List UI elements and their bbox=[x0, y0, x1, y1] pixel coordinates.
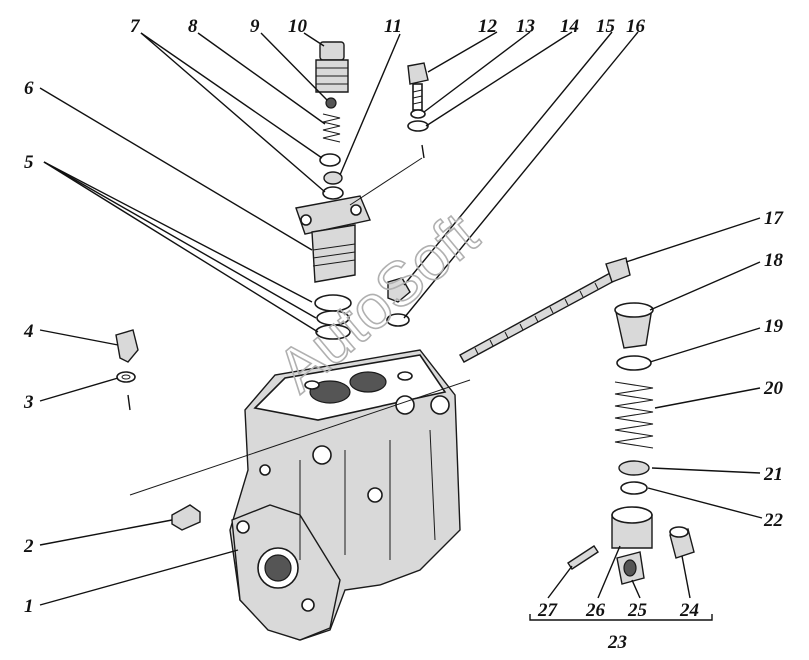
washer-part-19 bbox=[616, 355, 652, 371]
callout-labels: 1 2 3 4 5 6 7 8 9 10 11 12 13 14 15 16 1… bbox=[23, 16, 785, 653]
pin-guide-line bbox=[349, 157, 423, 206]
callout-14: 14 bbox=[560, 16, 579, 37]
callout-13: 13 bbox=[516, 16, 535, 37]
callout-10: 10 bbox=[288, 16, 308, 37]
pump-housing bbox=[229, 349, 461, 641]
bolt-part-12 bbox=[407, 62, 429, 111]
washer-part-3 bbox=[116, 371, 136, 383]
callout-15: 15 bbox=[596, 16, 616, 37]
sleeve-part-18 bbox=[614, 302, 654, 349]
callout-24: 24 bbox=[679, 600, 699, 621]
callout-7: 7 bbox=[130, 16, 141, 37]
callout-4: 4 bbox=[23, 321, 34, 342]
flange-cover-part-6 bbox=[295, 195, 371, 283]
callout-9: 9 bbox=[250, 16, 260, 37]
o-rings-part-5 bbox=[314, 294, 352, 340]
bushing-part-25 bbox=[616, 551, 645, 585]
washer-part-7 bbox=[319, 153, 341, 167]
callout-17: 17 bbox=[764, 208, 785, 229]
pin-part bbox=[127, 394, 131, 411]
injector-fitting-part-10 bbox=[315, 41, 349, 93]
callout-5: 5 bbox=[24, 152, 34, 173]
leader-lines bbox=[39, 31, 763, 621]
sleeve-part-24 bbox=[669, 526, 695, 559]
lock-pin bbox=[421, 144, 425, 159]
pin-part-27 bbox=[567, 545, 599, 570]
plate-part-21 bbox=[618, 460, 650, 476]
banjo-bolt-part-4 bbox=[115, 329, 139, 363]
ball-part-9 bbox=[325, 97, 337, 109]
washer-part-16 bbox=[386, 313, 410, 327]
callout-8: 8 bbox=[188, 16, 198, 37]
spring-part-8 bbox=[322, 113, 341, 143]
callout-16: 16 bbox=[626, 16, 646, 37]
callout-20: 20 bbox=[763, 378, 784, 399]
callout-27: 27 bbox=[537, 600, 559, 621]
callout-18: 18 bbox=[764, 250, 784, 271]
washer-part-14 bbox=[407, 120, 429, 132]
callout-19: 19 bbox=[764, 316, 784, 337]
callout-21: 21 bbox=[763, 464, 783, 485]
callout-25: 25 bbox=[627, 600, 648, 621]
callout-23: 23 bbox=[607, 632, 627, 653]
rack-part-17 bbox=[459, 257, 631, 363]
plug-part-2 bbox=[171, 504, 201, 531]
callout-26: 26 bbox=[585, 600, 606, 621]
callout-3: 3 bbox=[23, 392, 34, 413]
callout-11: 11 bbox=[384, 16, 402, 37]
callout-22: 22 bbox=[763, 510, 784, 531]
ring-part-22 bbox=[620, 481, 648, 495]
seat-part-11 bbox=[322, 171, 344, 200]
callout-2: 2 bbox=[23, 536, 34, 557]
washer-part-13 bbox=[410, 109, 426, 119]
roller-part-26 bbox=[611, 506, 653, 549]
callout-6: 6 bbox=[24, 78, 34, 99]
spring-part-20 bbox=[614, 381, 654, 449]
callout-1: 1 bbox=[24, 596, 34, 617]
callout-12: 12 bbox=[478, 16, 498, 37]
